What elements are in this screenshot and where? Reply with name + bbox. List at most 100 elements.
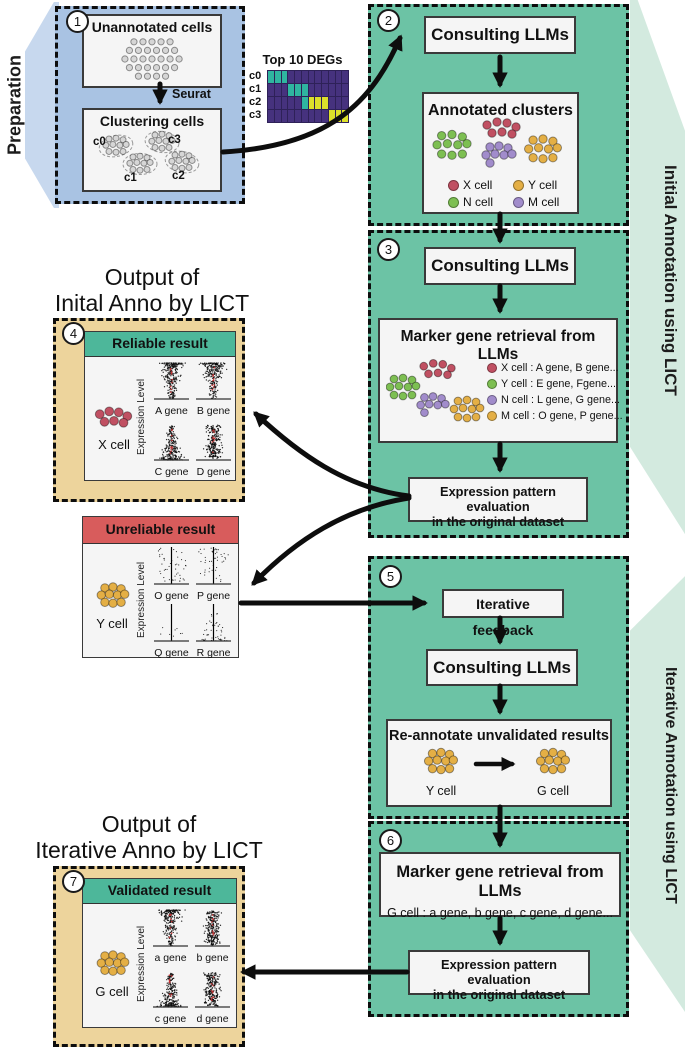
plot-point <box>221 434 223 436</box>
plot-point <box>166 1004 168 1007</box>
plot-point <box>220 634 222 636</box>
plot-point <box>214 928 216 930</box>
cell-dot <box>158 144 166 152</box>
cell-dot <box>394 381 404 391</box>
plot-point <box>212 940 214 942</box>
cell-dot <box>436 764 446 775</box>
plot-point <box>172 919 175 922</box>
plot-point <box>209 991 211 993</box>
plot-point <box>213 447 215 449</box>
plot-point <box>175 455 177 457</box>
plot-point <box>215 382 218 385</box>
cell-dot <box>155 136 163 144</box>
expression-plot <box>195 972 230 1008</box>
plot-point <box>219 986 221 988</box>
plot-point <box>216 366 219 369</box>
plot-point <box>166 927 169 930</box>
plot-point <box>211 930 214 932</box>
plot-point <box>204 569 206 571</box>
step-number-6: 6 <box>386 833 395 848</box>
plot-point <box>170 932 173 935</box>
plot-point <box>215 374 217 377</box>
plot-point <box>214 1000 216 1002</box>
plot-point <box>206 975 208 977</box>
expression-eval-box-3: Expression pattern evaluation in the ori… <box>408 477 588 529</box>
plot-point <box>172 396 174 399</box>
plot-point <box>212 976 215 978</box>
plot-point <box>170 999 172 1001</box>
cell-dot <box>122 140 130 148</box>
plot-point <box>208 373 211 375</box>
cell-dot <box>499 150 509 160</box>
cell-dot <box>447 129 457 140</box>
plot-point <box>210 998 213 1000</box>
plot-point <box>211 996 214 999</box>
plot-point <box>211 935 214 937</box>
plot-point <box>211 914 214 916</box>
cell-dot <box>436 149 447 159</box>
violin-r-gene: R gene <box>193 601 234 659</box>
plot-point <box>173 1001 175 1003</box>
cell-dot <box>453 396 463 406</box>
plot-point <box>166 568 168 570</box>
plot-point <box>215 439 217 441</box>
plot-point <box>212 379 215 382</box>
plot-point <box>171 1002 174 1005</box>
heatmap-cell <box>342 71 348 83</box>
plot-point <box>207 938 209 940</box>
plot-point <box>219 364 221 367</box>
cell-dot <box>485 142 495 152</box>
plot-point <box>206 924 208 927</box>
plot-point <box>168 1004 170 1006</box>
plot-point <box>205 991 207 993</box>
plot-point <box>224 557 226 559</box>
plot-point <box>218 375 220 378</box>
marker-item-n: N cell : L gene, G gene... <box>487 394 620 406</box>
plot-point <box>169 384 171 386</box>
plot-point <box>216 613 218 615</box>
cell-dot <box>416 400 426 410</box>
legend-n-cell-label: N cell <box>463 195 494 209</box>
cell-dot <box>403 382 413 392</box>
plot-point <box>169 369 172 371</box>
expression-plot <box>154 362 189 400</box>
plot-point <box>227 554 229 556</box>
y-cell-bullet <box>513 179 524 191</box>
plot-point <box>170 973 172 976</box>
plot-point <box>216 999 219 1001</box>
plot-point <box>210 387 213 389</box>
plot-point <box>170 364 172 366</box>
plot-point <box>201 362 203 365</box>
cell-dot <box>108 950 118 960</box>
plot-point <box>213 366 216 369</box>
plot-point <box>158 1000 161 1002</box>
cell-dot <box>427 748 438 759</box>
plot-point <box>180 363 183 365</box>
plot-point <box>172 973 174 976</box>
cell-dot <box>102 141 110 149</box>
plot-point <box>176 448 179 450</box>
marker-gene-title-3: Marker gene retrieval from LLMs <box>400 328 596 363</box>
plot-point <box>216 937 218 939</box>
plot-point <box>207 429 209 432</box>
plot-point <box>170 943 173 945</box>
plot-point <box>218 996 221 998</box>
plot-point <box>164 379 166 381</box>
plot-point <box>166 988 168 991</box>
plot-point <box>175 382 177 384</box>
plot-point <box>209 975 211 977</box>
plot-point <box>179 363 181 365</box>
cell-dot <box>136 152 144 160</box>
plot-point <box>175 362 177 364</box>
plot-point <box>212 994 214 996</box>
plot-point <box>205 427 207 430</box>
plot-point <box>211 388 214 391</box>
heatmap-cell <box>274 84 281 96</box>
plot-point <box>212 373 215 376</box>
cell-dot <box>433 368 443 378</box>
plot-point <box>219 451 221 453</box>
step-number-3: 3 <box>384 242 393 257</box>
plot-point <box>218 934 220 936</box>
cell-dot <box>104 589 115 599</box>
plot-point <box>174 440 176 442</box>
